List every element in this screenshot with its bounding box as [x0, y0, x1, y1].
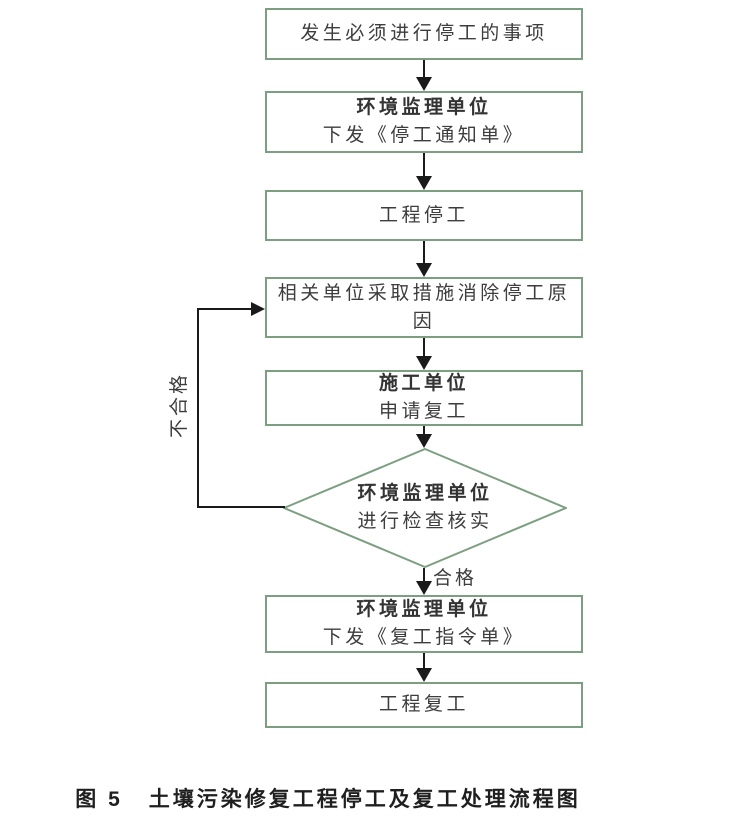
node-inspect-verify-title: 环境监理单位: [357, 483, 493, 504]
arrow-down-icon: [416, 581, 432, 595]
figure-caption: 图 5 土壤污染修复工程停工及复工处理流程图: [28, 783, 628, 813]
connector-line: [423, 60, 425, 78]
arrow-down-icon: [416, 77, 432, 91]
node-project-stop: 工程停工: [265, 190, 583, 241]
node-project-resume-label: 工程复工: [378, 694, 469, 715]
arrow-down-icon: [416, 176, 432, 190]
node-issue-stop-notice-label: 下发《停工通知单》: [322, 125, 526, 146]
node-apply-resume: 施工单位 申请复工: [265, 370, 583, 426]
node-inspect-verify-shape: [281, 447, 569, 569]
node-apply-resume-title: 施工单位: [378, 373, 469, 394]
node-inspect-verify: 环境监理单位 进行检查核实: [283, 448, 567, 568]
edge-label-pass: 合格: [433, 568, 478, 589]
arrow-down-icon: [416, 668, 432, 682]
diamond-icon: [281, 447, 569, 569]
node-project-resume: 工程复工: [265, 682, 583, 728]
connector-line: [423, 426, 425, 435]
arrow-right-icon: [251, 302, 265, 316]
node-stop-event: 发生必须进行停工的事项: [265, 8, 583, 60]
node-issue-resume-order: 环境监理单位 下发《复工指令单》: [265, 595, 583, 653]
loop-vertical-line: [197, 308, 199, 508]
node-eliminate-cause-line2: 因: [412, 310, 436, 332]
edge-label-fail-wrap: 不合格: [165, 365, 190, 445]
node-issue-stop-notice: 环境监理单位 下发《停工通知单》: [265, 91, 583, 153]
node-issue-stop-notice-title: 环境监理单位: [356, 97, 492, 118]
loop-bottom-line: [197, 506, 285, 508]
edge-label-fail: 不合格: [168, 372, 190, 439]
node-inspect-verify-label: 进行检查核实: [357, 511, 493, 532]
figure-caption-title: 土壤污染修复工程停工及复工处理流程图: [148, 788, 581, 811]
node-eliminate-cause-line1: 相关单位采取措施消除停工原: [277, 282, 571, 304]
connector-line: [423, 653, 425, 669]
node-eliminate-cause: 相关单位采取措施消除停工原 因: [265, 277, 583, 338]
connector-line: [423, 338, 425, 356]
arrow-down-icon: [416, 263, 432, 277]
node-issue-resume-order-label: 下发《复工指令单》: [322, 627, 526, 648]
node-issue-resume-order-title: 环境监理单位: [356, 599, 492, 620]
connector-line: [423, 241, 425, 263]
node-stop-event-label: 发生必须进行停工的事项: [300, 23, 548, 44]
figure-caption-prefix: 图 5: [75, 788, 123, 811]
loop-top-line: [197, 308, 253, 310]
connector-line: [423, 568, 425, 582]
node-project-stop-label: 工程停工: [378, 204, 469, 226]
arrow-down-icon: [416, 434, 432, 448]
connector-line: [423, 153, 425, 176]
arrow-down-icon: [416, 356, 432, 370]
node-apply-resume-label: 申请复工: [378, 401, 469, 422]
